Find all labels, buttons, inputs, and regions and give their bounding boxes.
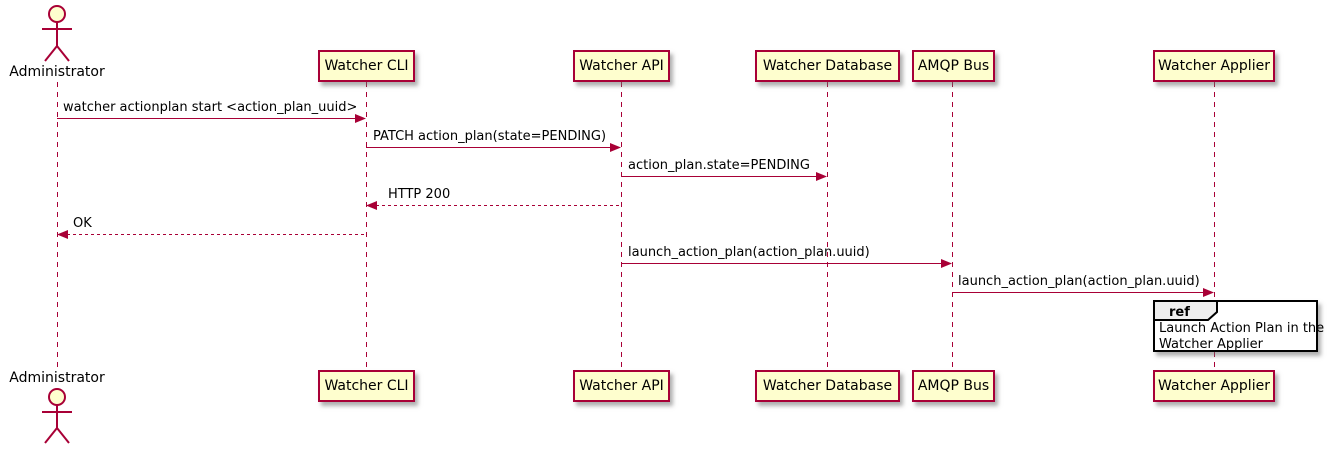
ref-body: Launch Action Plan in the Watcher Applie…: [1159, 321, 1324, 353]
actor-figure-bottom: [42, 388, 72, 444]
participant-bottom-watcher-cli: Watcher CLI: [318, 370, 415, 402]
arrowhead-msg-1: [355, 114, 366, 123]
message-label-7: launch_action_plan(action_plan.uuid): [958, 274, 1200, 289]
participant-top-amqp-bus: AMQP Bus: [912, 50, 995, 82]
participant-top-watcher-cli: Watcher CLI: [318, 50, 415, 82]
participant-top-watcher-api: Watcher API: [573, 50, 670, 82]
arrowhead-msg-7: [1203, 288, 1214, 297]
arrowhead-msg-6: [941, 259, 952, 268]
message-label-1: watcher actionplan start <action_plan_uu…: [63, 100, 358, 115]
arrowhead-msg-5: [57, 230, 68, 239]
message-arrows: Watcher CLI (dashed return) --> Administ…: [57, 114, 1214, 297]
arrowhead-msg-3: [816, 172, 827, 181]
message-label-6: launch_action_plan(action_plan.uuid): [628, 245, 870, 260]
ref-text-line1: Launch Action Plan in the: [1159, 321, 1325, 336]
actor-figure-top: [42, 5, 72, 62]
ref-tab: ref: [1153, 300, 1218, 321]
ref-tab-shape: [1153, 300, 1218, 321]
actor-label-top: Administrator: [9, 64, 105, 80]
participant-bottom-watcher-api: Watcher API: [573, 370, 670, 402]
participant-bottom-amqp-bus: AMQP Bus: [912, 370, 995, 402]
message-label-2: PATCH action_plan(state=PENDING): [373, 129, 607, 144]
message-label-5: OK: [73, 216, 92, 231]
message-label-3: action_plan.state=PENDING: [628, 158, 810, 173]
participant-top-watcher-database: Watcher Database: [755, 50, 900, 82]
message-label-4: HTTP 200: [388, 187, 451, 202]
ref-text-line2: Watcher Applier: [1159, 337, 1263, 352]
lifelines: [57, 82, 1215, 369]
ref-keyword: ref: [1169, 305, 1190, 320]
arrowhead-msg-4: [366, 201, 377, 210]
ref-fragment: ref Launch Action Plan in the Watcher Ap…: [1153, 300, 1324, 352]
actor-label-bottom: Administrator: [9, 370, 105, 386]
participant-bottom-watcher-database: Watcher Database: [755, 370, 900, 402]
arrowhead-msg-2: [610, 143, 621, 152]
participant-bottom-watcher-applier: Watcher Applier: [1153, 370, 1275, 402]
participant-top-watcher-applier: Watcher Applier: [1153, 50, 1275, 82]
